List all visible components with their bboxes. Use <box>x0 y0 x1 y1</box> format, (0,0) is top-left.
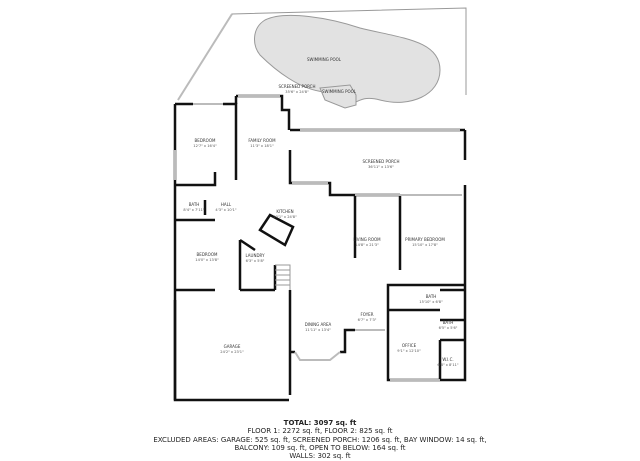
room-dimensions: 9'1" x 12'10" <box>397 349 421 353</box>
windows <box>174 95 462 381</box>
room-dimensions: 14'8" x 21'3" <box>355 243 379 247</box>
room-dimensions: 6'5" x 5'6" <box>439 326 458 330</box>
room-label: PRIMARY BEDROOM <box>405 237 445 242</box>
room-label: FAMILY ROOM <box>248 138 276 143</box>
room-dimensions: 8'4" x 7'11" <box>183 208 204 212</box>
room-dimensions: 15'10" x 6'8" <box>419 300 443 304</box>
room-label: SWIMMING POOL <box>307 57 342 62</box>
pool-area <box>177 7 467 109</box>
excluded-areas: EXCLUDED AREAS: GARAGE: 525 sq. ft, SCRE… <box>153 435 487 444</box>
total-area: TOTAL: 3097 sq. ft <box>283 419 357 427</box>
area-summary: TOTAL: 3097 sq. ft FLOOR 1: 2272 sq. ft,… <box>0 419 640 460</box>
floor-areas: FLOOR 1: 2272 sq. ft, FLOOR 2: 825 sq. f… <box>247 427 393 436</box>
room-label: BATH <box>426 294 437 299</box>
room-dimensions: 12'7" x 16'4" <box>193 144 217 148</box>
room-dimensions: 14'0" x 13'8" <box>195 258 219 262</box>
room-label: LIVING ROOM <box>353 237 381 242</box>
room-dimensions: 11'11" x 13'4" <box>305 328 331 332</box>
room-label: HALL <box>221 202 232 207</box>
room-dimensions: 6'3" x 5'8" <box>246 259 265 263</box>
room-dimensions: 11'3" x 18'1" <box>250 144 274 148</box>
excluded-areas-cont: BALCONY: 109 sq. ft, OPEN TO BELOW: 164 … <box>234 443 406 452</box>
room-label: SCREENED PORCH <box>279 84 316 89</box>
room-dimensions: 4'3" x 10'1" <box>215 208 236 212</box>
walls <box>173 94 467 402</box>
room-dimensions: 20'1" x 24'8" <box>273 215 297 219</box>
room-label: BATH <box>189 202 200 207</box>
room-label: BEDROOM <box>195 138 216 143</box>
room-label: DINING AREA <box>305 322 332 327</box>
room-label: OFFICE <box>402 343 417 348</box>
room-labels: SWIMMING POOL SWIMMING POOL SCREENED POR… <box>183 57 458 367</box>
room-label: BEDROOM <box>197 252 218 257</box>
room-dimensions: 35'6" x 24'8" <box>285 90 309 94</box>
room-label: SWIMMING POOL <box>322 89 357 94</box>
stairs <box>275 264 291 290</box>
spa <box>319 84 357 109</box>
room-dimensions: 6'8" x 8'11" <box>437 363 458 367</box>
room-label: KITCHEN <box>276 209 293 214</box>
room-dimensions: 6'7" x 7'3" <box>358 318 377 322</box>
room-label: BATH <box>443 320 454 325</box>
pool-enclosure-screen <box>177 13 233 101</box>
room-dimensions: 36'11" x 13'6" <box>368 165 394 169</box>
room-label: SCREENED PORCH <box>363 159 400 164</box>
room-label: W.I.C. <box>442 357 453 362</box>
room-label: LAUNDRY <box>245 253 265 258</box>
walls-area: WALLS: 302 sq. ft <box>289 452 351 461</box>
room-dimensions: 24'2" x 23'1" <box>220 350 244 354</box>
swimming-pool <box>254 14 441 106</box>
room-label: FOYER <box>361 312 374 317</box>
room-dimensions: 15'10" x 17'8" <box>412 243 438 247</box>
room-label: GARAGE <box>224 344 241 349</box>
